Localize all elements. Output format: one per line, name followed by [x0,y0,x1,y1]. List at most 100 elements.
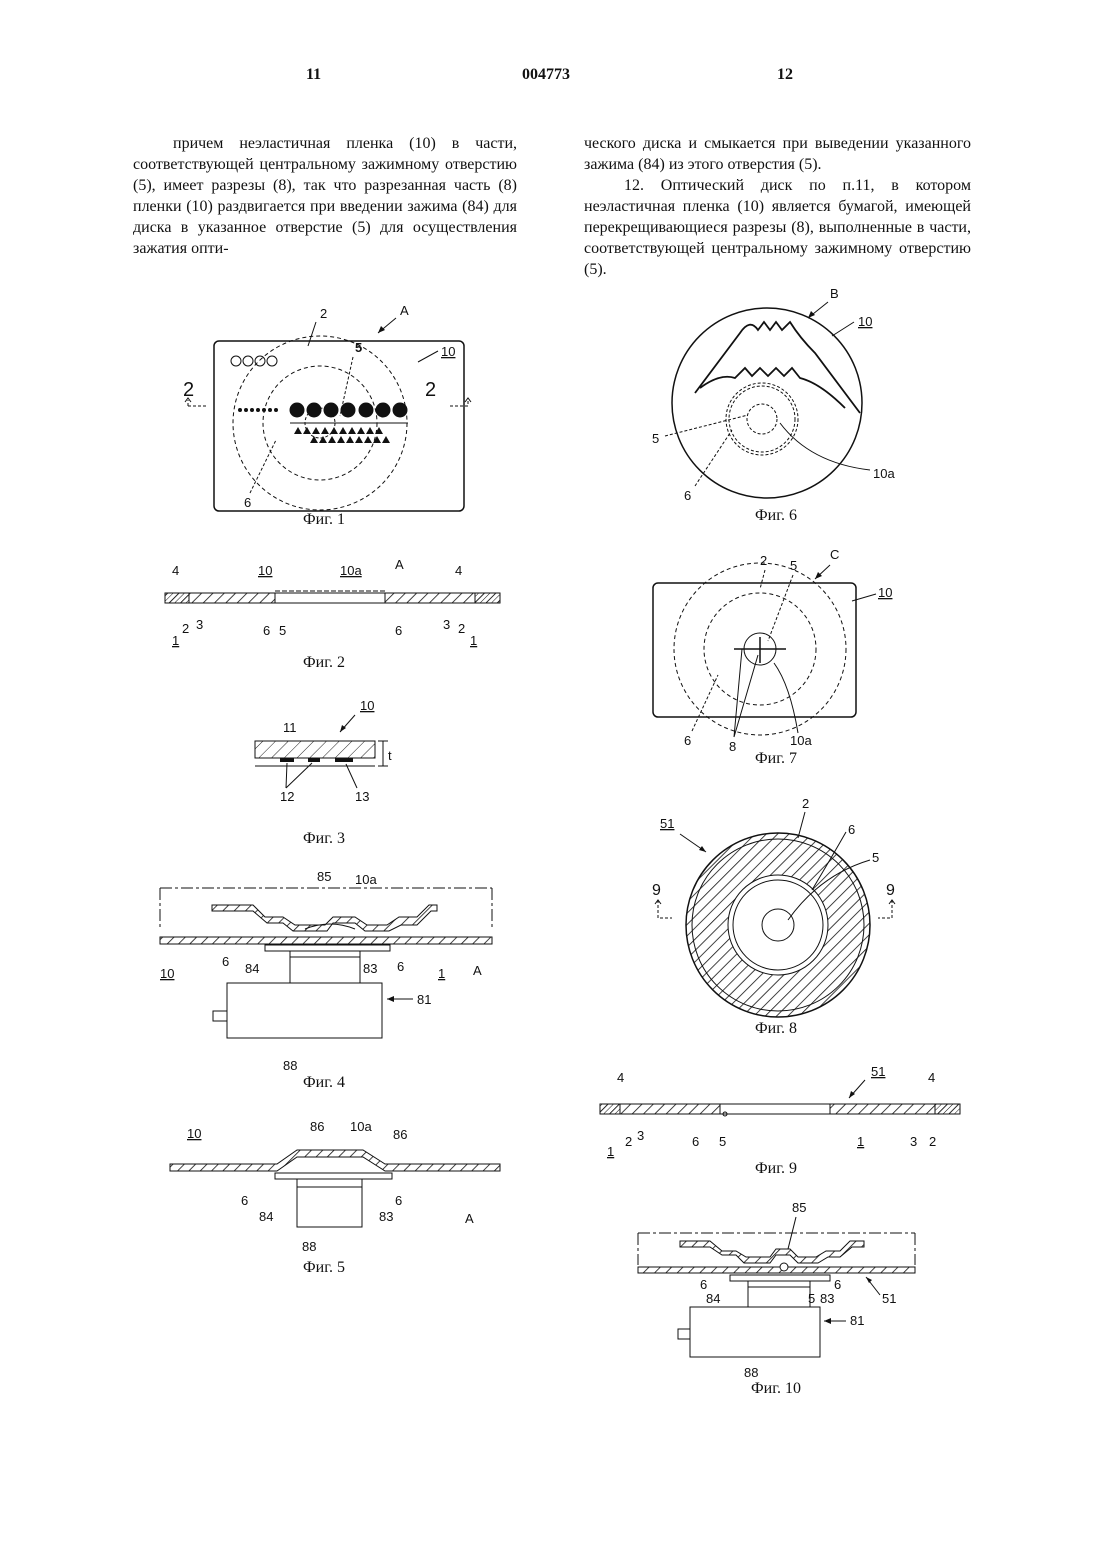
fig1-label-2: 2 [320,306,327,321]
figure-7: C 2 5 10 6 8 10a [640,545,910,755]
fig7-label-10: 10 [878,585,892,600]
fig2-label-4-right: 4 [455,563,462,578]
fig4-caption: Фиг. 4 [264,1074,384,1092]
fig9-caption: Фиг. 9 [716,1160,836,1178]
fig8-label-5: 5 [872,850,879,865]
fig6-label-10: 10 [858,314,872,329]
fig9-label-6: 6 [692,1134,699,1149]
figure-6: B 10 5 6 10a [640,278,900,508]
fig5-label-6-right: 6 [395,1193,402,1208]
fig1-label-5: 5 [355,340,362,355]
fig2-label-6-right: 6 [395,623,402,638]
fig2-label-4-left: 4 [172,563,179,578]
figure-5: 10 86 10a 86 6 84 83 6 A 88 [165,1115,510,1265]
fig4-label-a: A [473,963,482,978]
fig3-label-12: 12 [280,789,294,804]
figure-9: 4 4 51 1 2 3 6 5 1 3 2 [595,1060,970,1160]
fig5-label-6-left: 6 [241,1193,248,1208]
fig7-label-2: 2 [760,553,767,568]
fig9-label-3-left: 3 [637,1128,644,1143]
fig2-label-10: 10 [258,563,272,578]
fig4-label-1: 1 [438,966,445,981]
fig1-section-right: 2 [425,379,436,401]
fig4-label-83: 83 [363,961,377,976]
fig4-label-10a: 10a [355,872,377,887]
fig2-label-2-right: 2 [458,621,465,636]
fig3-label-11: 11 [283,720,297,735]
fig3-label-10: 10 [360,698,374,713]
fig9-label-4-right: 4 [928,1070,935,1085]
figure-10: 85 6 84 5 83 6 51 81 88 [630,1195,930,1380]
fig7-label-10a: 10a [790,733,812,748]
fig1-label-a: A [400,303,409,318]
fig9-label-2-right: 2 [929,1134,936,1149]
fig2-label-1-right: 1 [470,633,477,648]
fig10-label-85: 85 [792,1200,806,1215]
fig5-label-a: A [465,1211,474,1226]
right-page-number: 12 [777,66,793,84]
fig10-label-84: 84 [706,1291,720,1306]
fig2-label-a: A [395,557,404,572]
fig7-label-5: 5 [790,558,797,573]
fig6-caption: Фиг. 6 [716,507,836,525]
fig8-label-51: 51 [660,816,674,831]
fig8-caption: Фиг. 8 [716,1020,836,1038]
figure-2: 4 4 10 10a A 1 2 3 6 5 6 3 2 1 [160,555,510,650]
fig9-label-51: 51 [871,1064,885,1079]
fig7-label-c: C [830,547,839,562]
fig8-label-6: 6 [848,822,855,837]
fig4-label-85: 85 [317,869,331,884]
fig4-label-10: 10 [160,966,174,981]
fig3-label-13: 13 [355,789,369,804]
fig9-label-2-left: 2 [625,1134,632,1149]
fig9-label-4-left: 4 [617,1070,624,1085]
left-page-number: 11 [306,66,321,84]
left-text-column: причем неэластичная пленка (10) в части,… [133,133,517,259]
fig3-label-t: t [388,748,392,763]
fig1-section-left: 2 [183,379,194,401]
fig6-label-10a: 10a [873,466,895,481]
fig9-label-1-left: 1 [607,1144,614,1159]
fig4-label-81: 81 [417,992,431,1007]
fig7-caption: Фиг. 7 [716,750,836,768]
fig10-label-51: 51 [882,1291,896,1306]
fig5-label-83: 83 [379,1209,393,1224]
fig4-label-6-right: 6 [397,959,404,974]
fig2-label-10a: 10a [340,563,362,578]
fig6-label-b: B [830,286,839,301]
patent-number: 004773 [522,66,570,84]
right-text-column: ческого диска и смыкается при выведении … [584,133,971,280]
fig10-label-6-left: 6 [700,1277,707,1292]
fig4-label-88: 88 [283,1058,297,1073]
claim-12: 12. Оптический диск по п.11, в котором н… [584,175,971,280]
fig2-caption: Фиг. 2 [264,654,384,672]
fig1-label-10: 10 [441,344,455,359]
fig5-caption: Фиг. 5 [264,1259,384,1277]
fig9-label-5: 5 [719,1134,726,1149]
fig2-label-3-right: 3 [443,617,450,632]
figure-4: 85 10a 6 84 83 6 10 1 A 81 88 [155,865,500,1075]
fig1-caption: Фиг. 1 [264,511,384,529]
figure-8: 9 9 51 2 6 5 [640,790,910,1020]
fig5-label-10: 10 [187,1126,201,1141]
fig5-label-86-right: 86 [393,1127,407,1142]
fig4-label-84: 84 [245,961,259,976]
fig5-label-86-left: 86 [310,1119,324,1134]
fig2-label-1-left: 1 [172,633,179,648]
fig10-label-83: 83 [820,1291,834,1306]
fig3-caption: Фиг. 3 [264,830,384,848]
claim-continuation: причем неэластичная пленка (10) в части,… [133,133,517,259]
fig10-caption: Фиг. 10 [716,1380,836,1398]
fig1-label-6: 6 [244,495,251,510]
fig6-label-6: 6 [684,488,691,503]
fig4-label-6-left: 6 [222,954,229,969]
fig10-label-6-right: 6 [834,1277,841,1292]
fig10-label-81: 81 [850,1313,864,1328]
fig10-label-5: 5 [808,1291,815,1306]
fig2-label-3-left: 3 [196,617,203,632]
figure-1: 2 2 A 2 5 10 6 [180,300,470,515]
fig6-label-5: 5 [652,431,659,446]
fig8-label-9-left: 9 [652,882,661,899]
fig2-label-6-left: 6 [263,623,270,638]
fig2-label-5: 5 [279,623,286,638]
